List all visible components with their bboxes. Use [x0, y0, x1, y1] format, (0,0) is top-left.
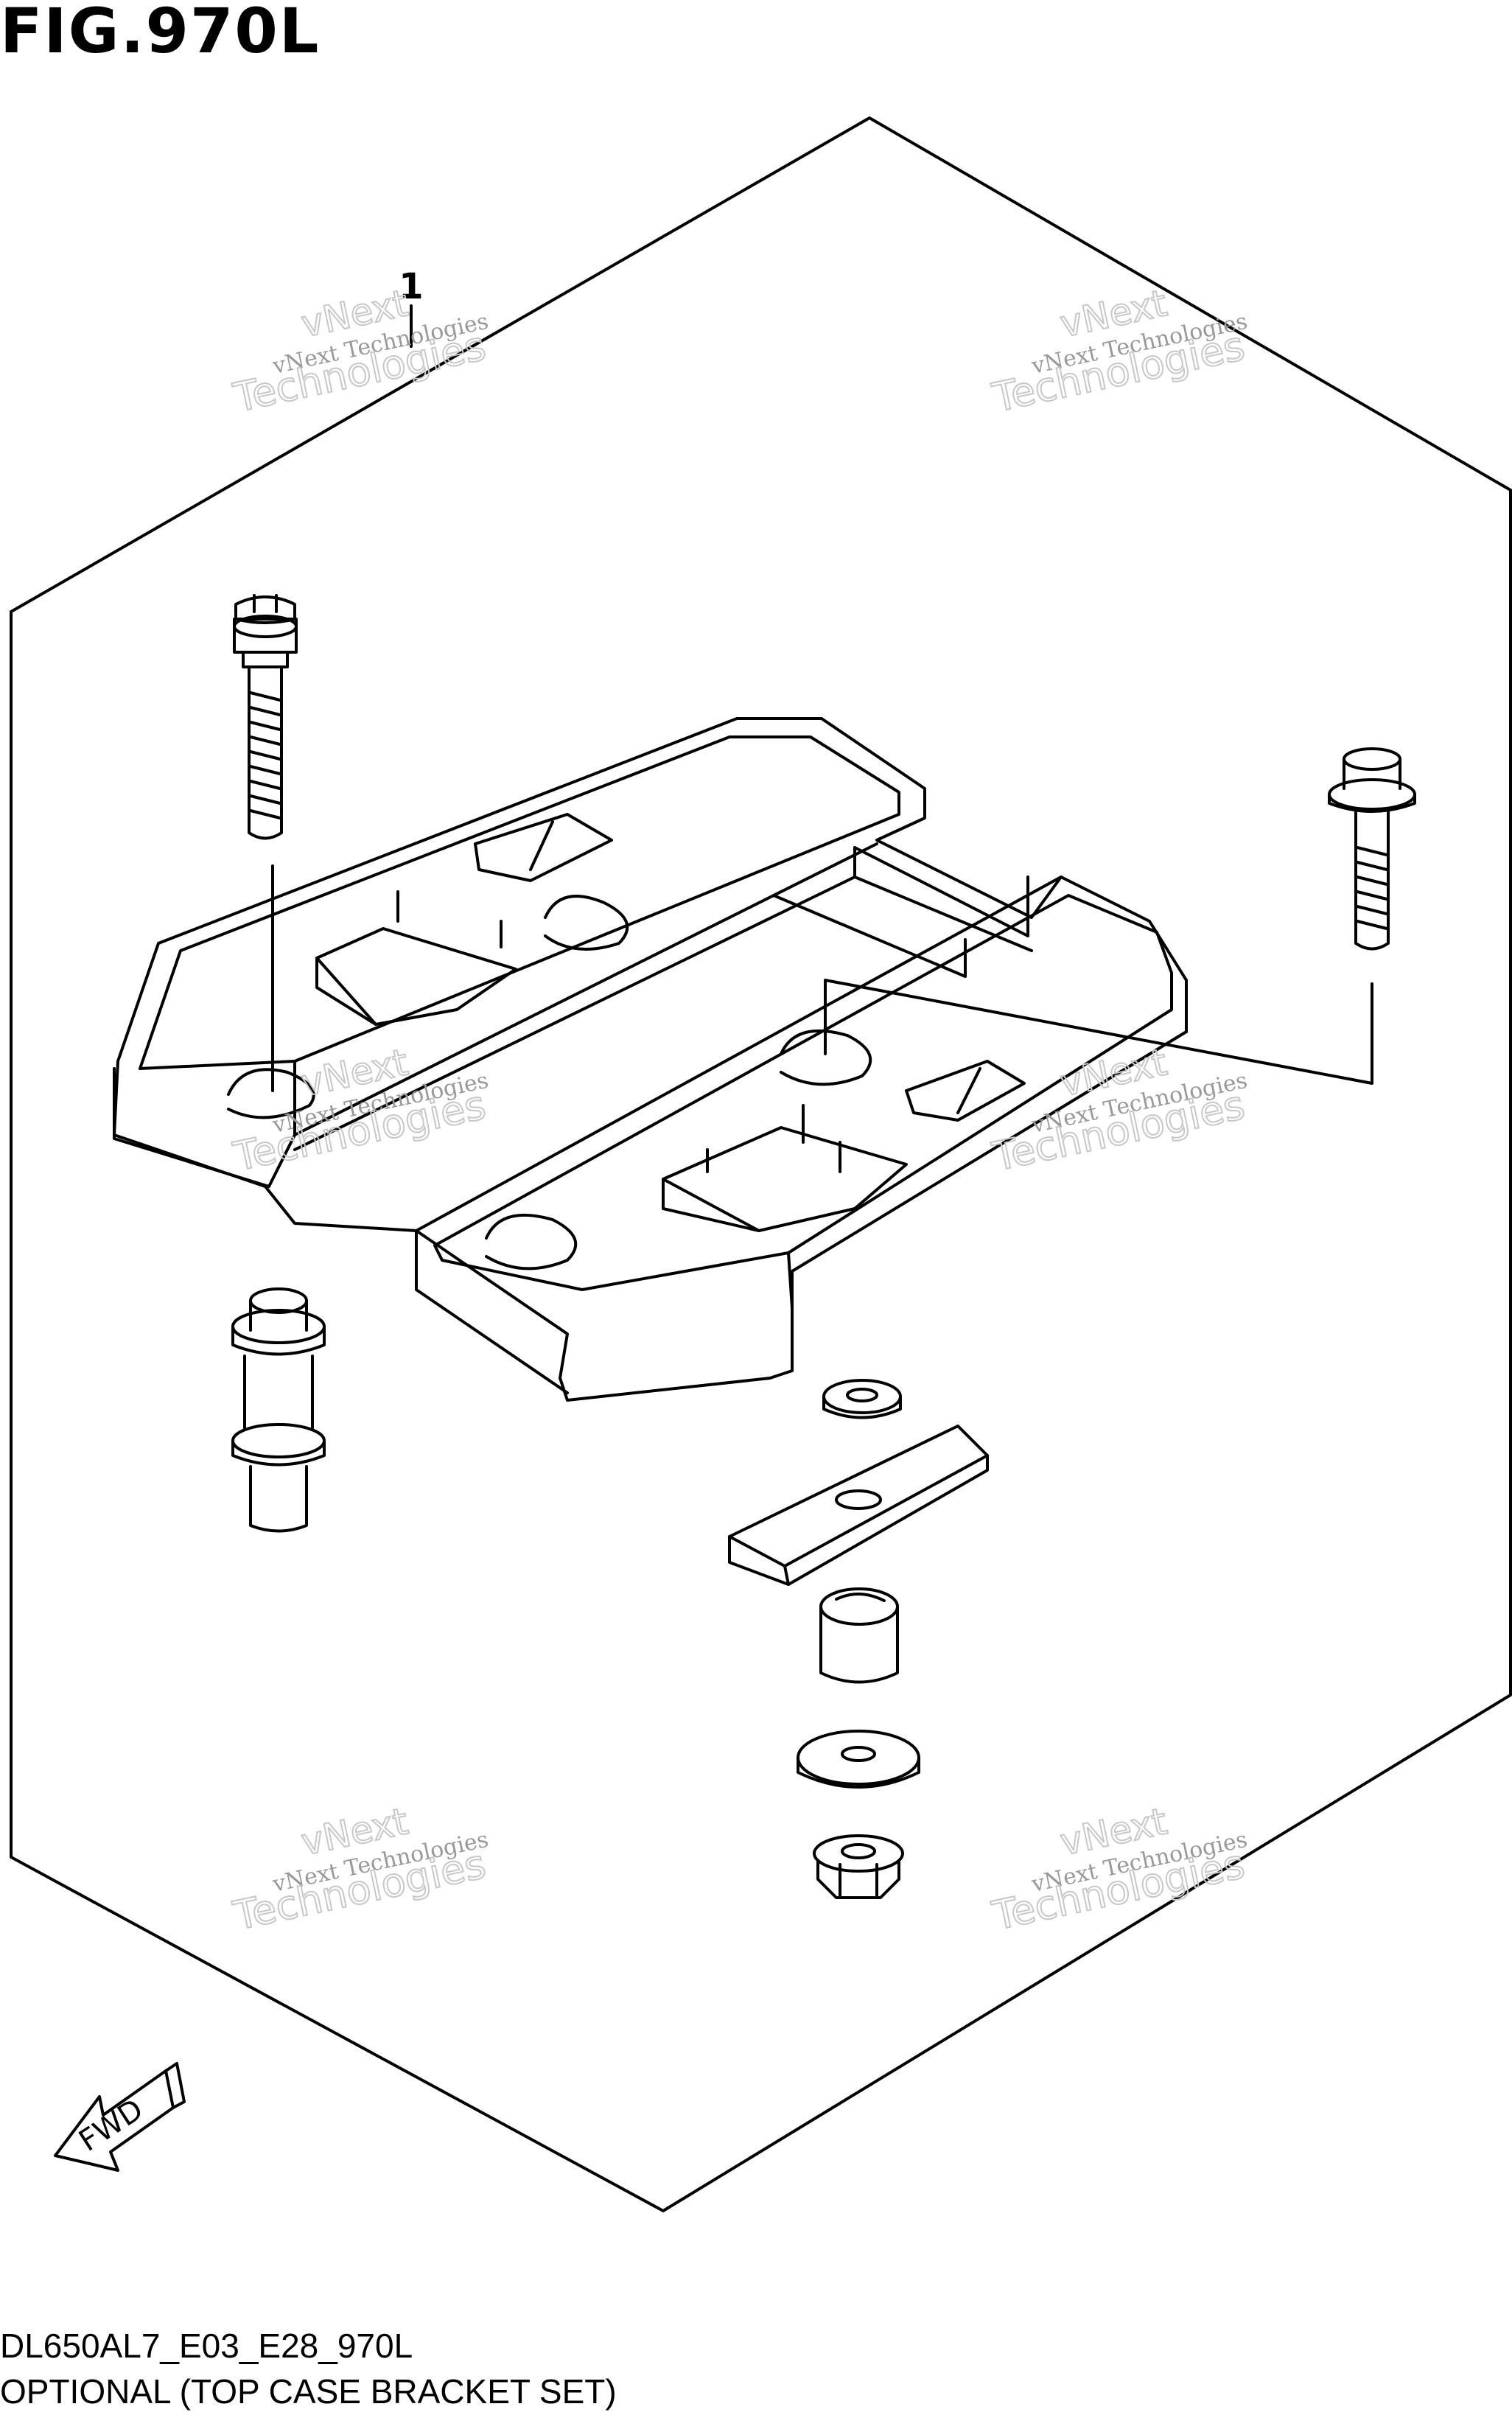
figure-code: DL650AL7_E03_E28_970L: [0, 2327, 413, 2365]
figure-caption: OPTIONAL (TOP CASE BRACKET SET): [0, 2372, 617, 2411]
flange-nut: [813, 1834, 904, 1899]
watermark-bottom-right: vNext Technologies vNext Technologies: [987, 1799, 1250, 1940]
spacer-cylinder: [819, 1587, 899, 1684]
flat-plate: [728, 1425, 989, 1586]
watermark-mid-right: vNext Technologies vNext Technologies: [987, 1040, 1250, 1181]
callout-number-1: 1: [399, 266, 423, 307]
fwd-arrow: [54, 2062, 186, 2172]
watermark-mid-left: vNext Technologies vNext Technologies: [228, 1040, 491, 1181]
washer-small: [822, 1379, 902, 1419]
figure-title: FIG.970L: [0, 0, 321, 67]
watermark-top-left: vNext Technologies vNext Technologies: [228, 281, 491, 422]
washer-large: [797, 1730, 920, 1789]
leader-right: [824, 979, 1373, 1085]
bracket-plate: [113, 717, 1188, 1402]
watermark-bottom-left: vNext Technologies vNext Technologies: [228, 1799, 491, 1940]
bolt-left: [233, 594, 298, 840]
collar-left: [231, 1287, 326, 1533]
assembly-border: [10, 116, 1512, 2212]
bolt-right: [1328, 747, 1416, 951]
watermark-top-right: vNext Technologies vNext Technologies: [987, 281, 1250, 422]
